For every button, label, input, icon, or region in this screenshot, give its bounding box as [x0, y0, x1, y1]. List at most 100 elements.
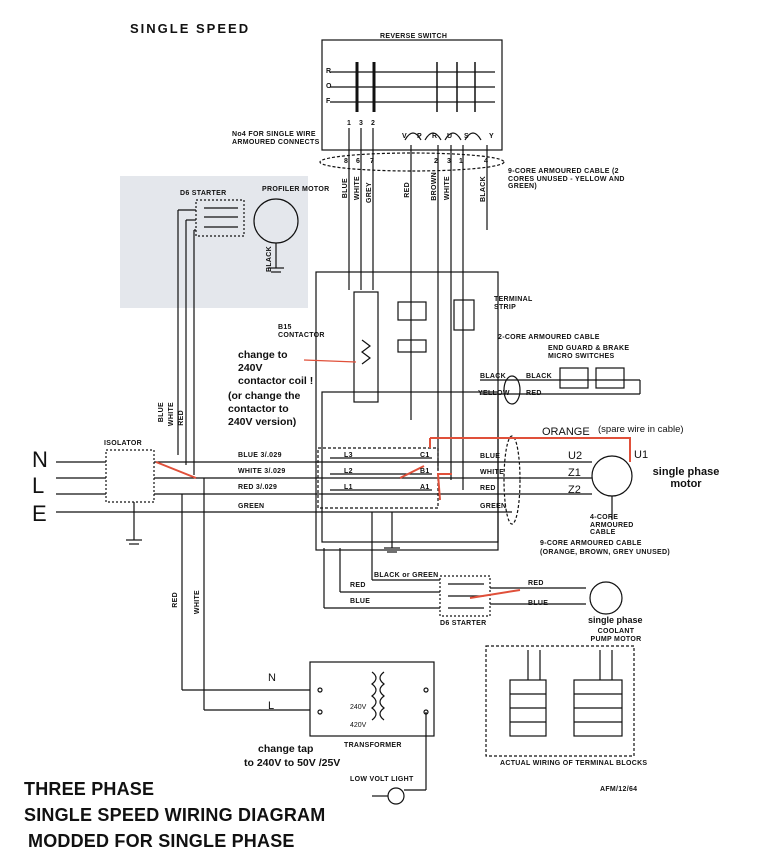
nine-core-bottom-sub: (ORANGE, BROWN, GREY UNUSED)	[540, 549, 670, 556]
gland-2: 2	[434, 158, 439, 165]
wire-label-white-top: WHITE	[354, 176, 361, 201]
wire-label-white-top2: WHITE	[444, 176, 451, 201]
wire-label-white-vertical: WHITE	[194, 590, 201, 615]
reverse-switch-label: REVERSE SWITCH	[380, 33, 448, 40]
wire-label-white-left: WHITE	[168, 402, 175, 427]
terminal-strip	[453, 299, 475, 331]
wire-label-blue-3029: BLUE 3/.029	[238, 452, 282, 459]
gland-3: 3	[447, 158, 452, 165]
highlight-region	[120, 176, 308, 308]
coil-note-5: contactor to	[228, 403, 289, 415]
gland-1: 1	[459, 158, 464, 165]
gland-4: 4	[484, 158, 489, 165]
d6-starter-bottom-box	[439, 575, 491, 617]
contactor-c1: C1	[420, 452, 430, 459]
wire-label-green: GREEN	[238, 503, 265, 510]
motor-terminal-u2: U2	[568, 450, 583, 462]
gland-6: 6	[356, 158, 361, 165]
coil-note-3: contactor coil !	[238, 375, 314, 387]
tap-note-1: change tap	[258, 743, 314, 755]
contactor-l3: L3	[344, 452, 353, 459]
wire-label-blue-left: BLUE	[158, 402, 165, 423]
transformer-240v: 240V	[350, 704, 367, 711]
wire-label-red-pump: RED	[528, 580, 544, 587]
motor-terminal-z2: Z2	[568, 484, 581, 496]
wire-label-black-motor: BLACK	[266, 246, 273, 272]
single-phase-pump-label: single phase	[588, 615, 643, 625]
supply-l1: L	[32, 473, 45, 498]
drawing-number: AFM/12/64	[600, 786, 638, 793]
coil-note-6: 240V version)	[228, 416, 297, 428]
tap-note-2: to 240V to 50V /25V	[244, 757, 341, 769]
terminal-blocks-box	[485, 645, 635, 757]
end-guard-switch-2	[595, 367, 625, 389]
wire-label-red-left: RED	[178, 410, 185, 426]
actual-wiring-note: ACTUAL WIRING OF TERMINAL BLOCKS	[500, 760, 648, 767]
wire-label-blue-right: BLUE	[480, 453, 501, 460]
b15-contactor-box	[353, 291, 379, 403]
bottom-terminal-r: R	[432, 133, 438, 140]
end-guard-note: END GUARD & BRAKE MICRO SWITCHES	[548, 345, 630, 360]
end-guard-switch-1	[559, 367, 589, 389]
bottom-terminal-y: Y	[489, 133, 494, 140]
isolator-label: ISOLATOR	[104, 440, 142, 447]
wire-label-red-top: RED	[404, 182, 411, 198]
low-volt-light-circle	[387, 787, 405, 805]
supply-n: N	[32, 447, 48, 472]
wire-label-red-lower: RED	[350, 582, 366, 589]
wire-label-white-3029: WHITE 3/.029	[238, 468, 286, 475]
gland-8: 8	[344, 158, 349, 165]
transformer-label: TRANSFORMER	[344, 742, 402, 749]
isolator-box	[105, 449, 155, 503]
wire-label-blue-top: BLUE	[342, 178, 349, 199]
wire-label-blue-pump: BLUE	[528, 600, 549, 607]
wire-label-white-right: WHITE	[480, 469, 505, 476]
motor-terminal-z1: Z1	[568, 467, 581, 479]
bottom-terminal-v: V	[402, 133, 407, 140]
orange-label: ORANGE	[542, 426, 590, 438]
reverse-switch-box	[321, 39, 503, 151]
top-terminal-1: 1	[347, 120, 352, 127]
spare-wire-label: (spare wire in cable)	[598, 424, 684, 435]
wire-label-brown-top: BROWN	[431, 172, 438, 201]
wire-label-blue-lower: BLUE	[350, 598, 371, 605]
two-core-note: 2-CORE ARMOURED CABLE	[498, 334, 600, 341]
d6-starter-bottom-label: D6 STARTER	[440, 620, 487, 627]
contactor-b1: B1	[420, 468, 430, 475]
coil-note-1: change to	[238, 349, 288, 361]
row-label-o: O	[326, 83, 332, 90]
b15-contactor-label: B15 CONTACTOR	[278, 324, 325, 339]
wire-label-red-switch: RED	[526, 390, 542, 397]
transformer-box	[309, 661, 435, 737]
bottom-terminal-p: P	[417, 133, 422, 140]
profiler-motor-label: PROFILER MOTOR	[262, 186, 330, 193]
coil-note-4: (or change the	[228, 390, 301, 402]
gland-7: 7	[370, 158, 375, 165]
single-wire-note: No4 FOR SINGLE WIRE ARMOURED CONNECTS	[232, 131, 320, 146]
single-phase-motor-label: single phase motor	[652, 466, 720, 491]
wire-label-green-right: GREEN	[480, 503, 507, 510]
wire-label-red-vertical: RED	[172, 592, 179, 608]
transformer-420v: 420V	[350, 722, 367, 729]
row-label-f: F	[326, 98, 331, 105]
contactor-l2: L2	[344, 468, 353, 475]
d6-starter-top-label: D6 STARTER	[180, 190, 227, 197]
nine-core-bottom-note: 9-CORE ARMOURED CABLE	[540, 540, 642, 547]
nine-core-top-note: 9-CORE ARMOURED CABLE (2 CORES UNUSED - …	[508, 168, 625, 191]
bottom-terminal-u: U	[447, 133, 453, 140]
footer-line-3: MODDED FOR SINGLE PHASE	[28, 831, 295, 851]
wire-label-black-or-green: BLACK or GREEN	[374, 572, 439, 579]
four-core-note: 4-CORE ARMOURED CABLE	[590, 514, 634, 537]
low-volt-light-label: LOW VOLT LIGHT	[350, 776, 414, 783]
motor-terminal-u1: U1	[634, 449, 649, 461]
wire-label-red-right: RED	[480, 485, 496, 492]
wire-label-yellow: YELLOW	[478, 390, 510, 397]
top-terminal-2: 2	[371, 120, 376, 127]
wire-label-black-strip: BLACK	[480, 373, 506, 380]
terminal-strip-label: TERMINAL STRIP	[494, 296, 533, 311]
transformer-n: N	[268, 672, 276, 684]
single-phase-motor-circle	[591, 455, 633, 497]
contactor-l1: L1	[344, 484, 353, 491]
